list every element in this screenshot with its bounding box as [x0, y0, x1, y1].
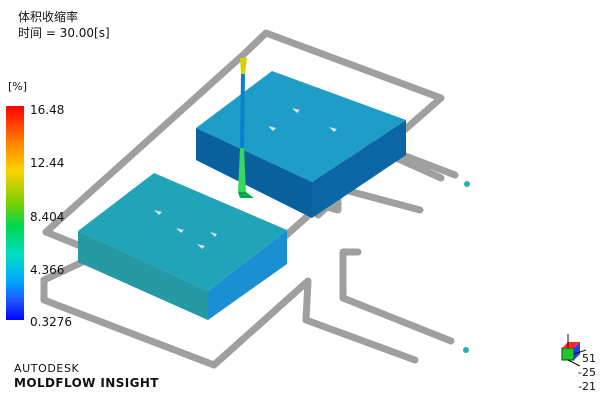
legend-tick-min: 0.3276 [30, 315, 72, 329]
axis-triad [561, 334, 587, 367]
cooling-channel-upper [42, 29, 445, 236]
part-features [154, 108, 337, 249]
color-legend-bar [6, 106, 24, 320]
cooling-channel-left [40, 277, 419, 369]
time-label: 时间 = 30.00[s] [18, 26, 110, 40]
result-title: 体积收缩率 [18, 10, 79, 24]
molded-part-upper [196, 71, 406, 218]
part-upper-top [196, 71, 406, 182]
molded-part-lower [78, 173, 287, 320]
cooling-channel-right [339, 248, 455, 345]
triad-y-value: -25 [578, 366, 596, 379]
legend-tick-middle: 8.404 [30, 210, 65, 224]
triad-z-value: -21 [578, 380, 596, 393]
part-lower-top [78, 173, 287, 291]
brand-company: AUTODESK [14, 362, 80, 375]
cooling-channels [40, 29, 459, 369]
part-lower-side [78, 230, 287, 320]
legend-tick-upper: 12.44 [30, 156, 65, 170]
legend-tick-lower: 4.366 [30, 263, 65, 277]
sprue [238, 58, 254, 198]
triad-x-value: 51 [582, 352, 596, 365]
legend-unit: [%] [8, 80, 28, 93]
brand-product: MOLDFLOW INSIGHT [14, 376, 159, 390]
coolant-inlets [463, 181, 470, 353]
legend-tick-max: 16.48 [30, 103, 65, 117]
